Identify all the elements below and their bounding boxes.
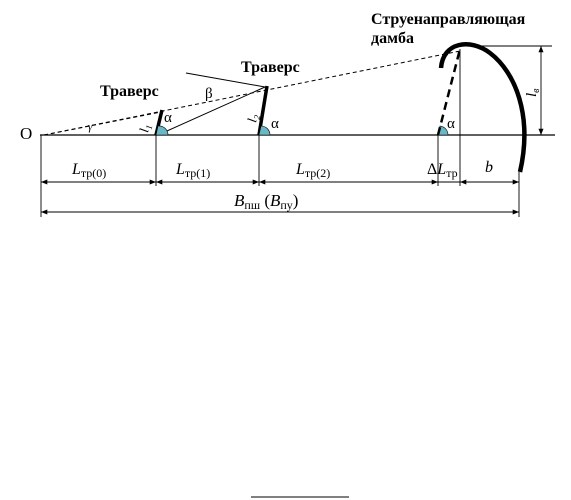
alpha-label-1: α xyxy=(164,110,172,126)
dam-label-line2: дамба xyxy=(371,30,414,47)
beta-ray xyxy=(185,72,266,88)
ltr1-label: Lтр(1) xyxy=(175,161,210,180)
traverse-1-to-2-line xyxy=(157,86,266,136)
alpha-label-3: α xyxy=(447,116,455,132)
dltr-label: ΔLтр xyxy=(427,161,458,180)
traverse-2-segment xyxy=(257,85,269,136)
guide-dam-curve xyxy=(438,42,527,173)
ltr0-label: Lтр(0) xyxy=(71,161,106,180)
traverse-1-label: Траверс xyxy=(100,83,159,100)
alpha-arc-1 xyxy=(155,125,169,136)
ltr2-label: Lтр(2) xyxy=(295,161,330,180)
bpsh-label: Bпш (Bпу) xyxy=(234,191,298,212)
alpha-label-2: α xyxy=(271,116,279,132)
origin-label: O xyxy=(20,124,32,143)
l1-label: l1 xyxy=(136,123,154,134)
b-label: b xyxy=(485,159,493,176)
beta-label: β xyxy=(205,86,213,102)
gamma-label: γ xyxy=(88,121,93,133)
dam-label-line1: Струенаправляющая xyxy=(371,11,526,28)
lv-label: lв xyxy=(524,88,542,97)
alpha-arc-2 xyxy=(258,125,271,136)
l2-label: l2 xyxy=(244,112,262,123)
traverse-2-label: Траверс xyxy=(241,59,300,76)
dam-dashed-stem xyxy=(436,48,462,136)
